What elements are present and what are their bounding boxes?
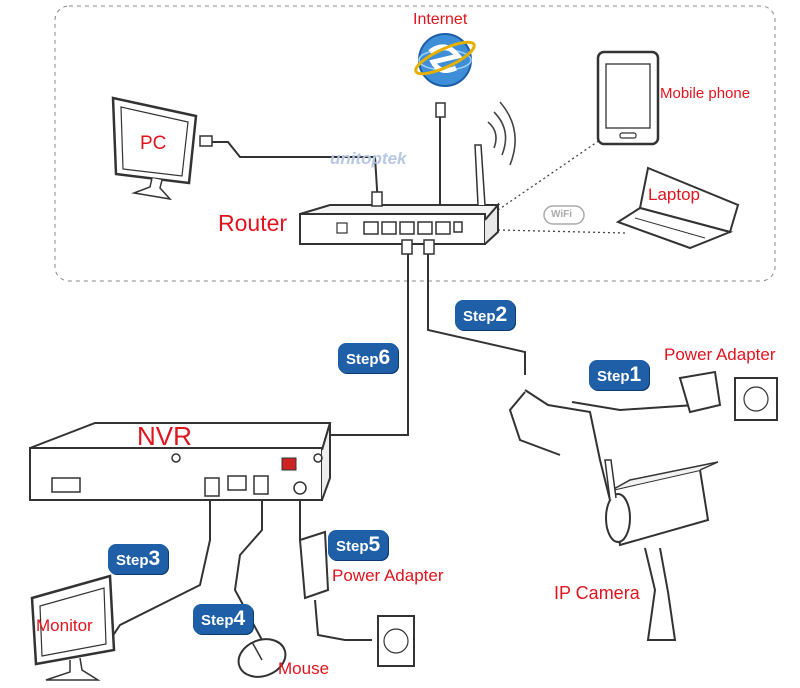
- step-2-word: Step: [463, 308, 496, 325]
- router-label: Router: [218, 210, 288, 236]
- wifi-link-laptop: [497, 229, 626, 234]
- internet-label: Internet: [413, 11, 468, 28]
- camera-pigtail-2: [508, 391, 561, 456]
- ip-camera-icon: [604, 459, 719, 641]
- step-3-badge: Step3: [108, 544, 169, 574]
- step-6-word: Step: [346, 351, 379, 368]
- step-4-word: Step: [201, 612, 234, 629]
- camera-power-cable: [571, 399, 701, 412]
- pc-icon: [111, 96, 213, 201]
- network-zone-border: [54, 5, 776, 282]
- camera-pigtail: [524, 389, 611, 501]
- step-5-badge: Step5: [328, 530, 389, 560]
- router-icon: [299, 101, 516, 255]
- wifi-badge-icon: [543, 205, 585, 225]
- step-3-word: Step: [116, 552, 149, 569]
- monitor-icon: [30, 574, 116, 681]
- pc-label: PC: [140, 133, 167, 154]
- step-1-number: 1: [629, 363, 642, 386]
- nvr-power-adapter-label: Power Adapter: [332, 566, 444, 585]
- camera-router-cable: [427, 240, 526, 375]
- step-3-number: 3: [148, 547, 161, 570]
- laptop-label: Laptop: [648, 185, 700, 204]
- monitor-label: Monitor: [36, 616, 93, 635]
- nvr-icon: [29, 422, 332, 501]
- mobile-phone-label: Mobile phone: [660, 85, 751, 102]
- nvr-label: NVR: [137, 421, 192, 451]
- wifi-link-mobile: [497, 139, 601, 211]
- wifi-links: [497, 139, 626, 234]
- step-1-badge: Step1: [589, 360, 650, 390]
- internet-icon: [414, 33, 476, 87]
- camera-power-adapter-icon: [678, 370, 778, 421]
- step-5-number: 5: [368, 533, 381, 556]
- mouse-icon: [237, 638, 287, 678]
- wifi-badge-label: WiFi: [551, 209, 573, 220]
- step-1-word: Step: [597, 368, 630, 385]
- laptop-icon: [615, 166, 740, 250]
- camera-power-adapter-label: Power Adapter: [664, 345, 776, 364]
- nvr-power-adapter-icon: [298, 530, 415, 667]
- pc-router-cable: [212, 141, 379, 206]
- nvr-monitor-cable: [109, 500, 211, 641]
- step-5-word: Step: [336, 538, 369, 555]
- watermark: unitoptek: [330, 149, 407, 168]
- step-2-badge: Step2: [455, 300, 516, 330]
- step-4-badge: Step4: [193, 604, 254, 634]
- step-2-number: 2: [495, 303, 508, 326]
- ip-camera-label: IP Camera: [554, 583, 640, 603]
- nvr-adapter-plug-cable: [314, 599, 372, 641]
- step-6-badge: Step6: [338, 343, 399, 373]
- mobile-phone-icon: [596, 50, 660, 146]
- step-6-number: 6: [378, 346, 391, 369]
- mouse-label: Mouse: [278, 659, 330, 678]
- step-4-number: 4: [233, 607, 246, 630]
